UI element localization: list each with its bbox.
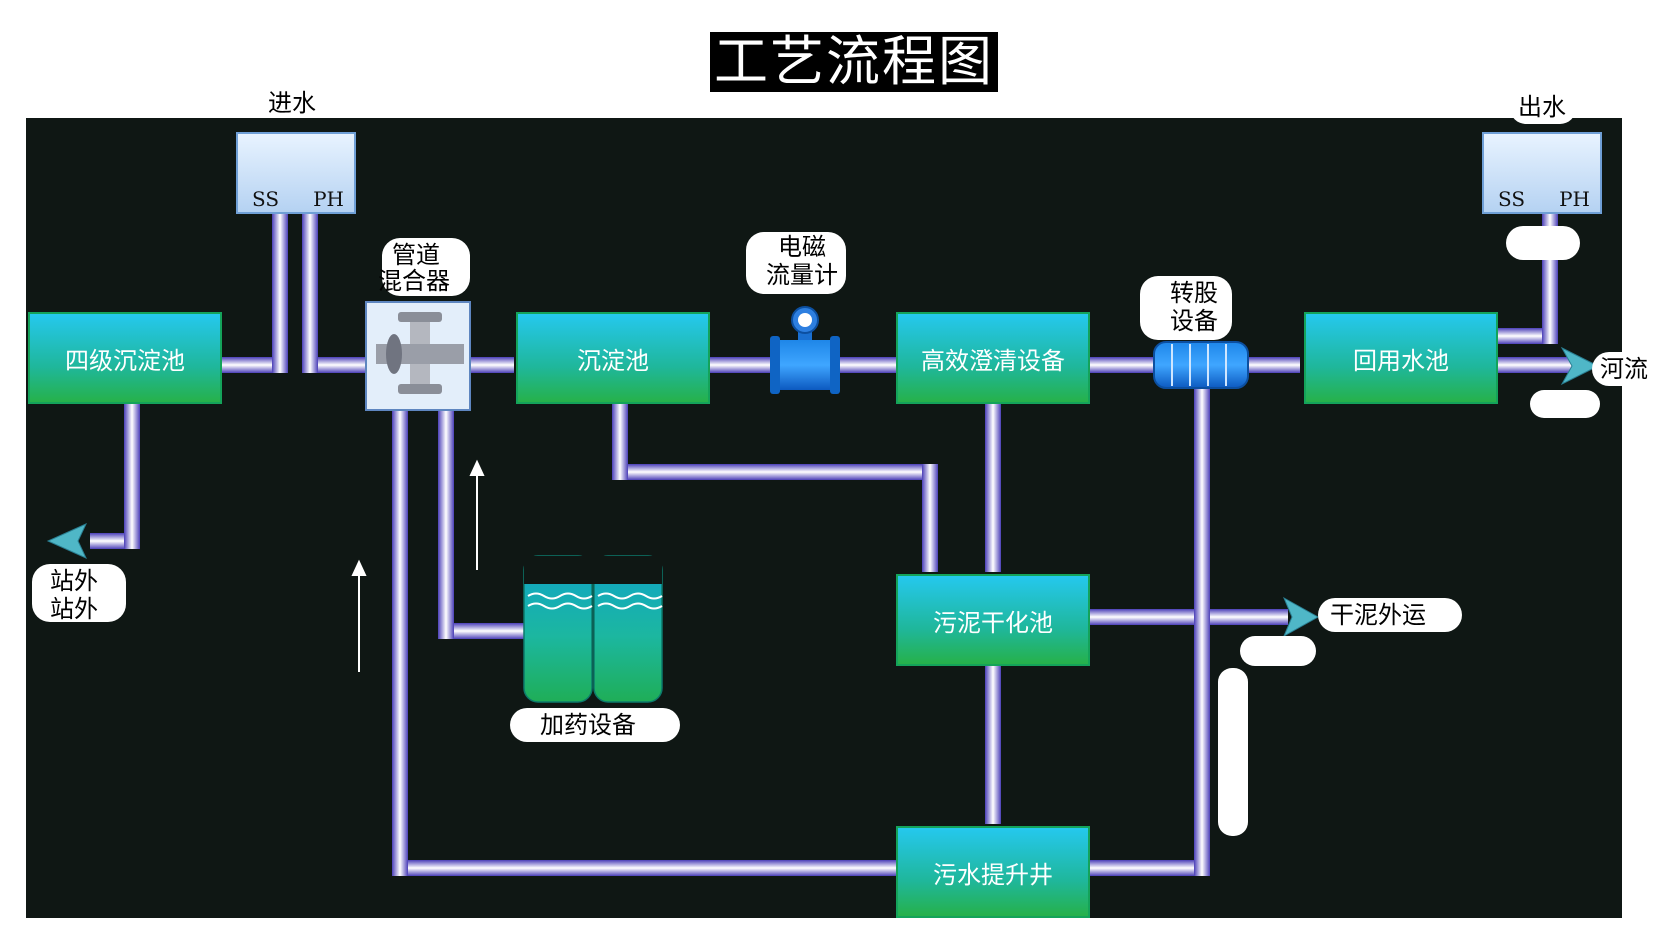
reuse-water-tank: 回用水池 (1304, 312, 1498, 404)
sludge-drying-tank: 污泥干化池 (896, 574, 1090, 666)
offsite-label: 站外 (50, 595, 98, 623)
rotary-equipment-icon (1153, 341, 1249, 389)
river-label: 河流 (1600, 355, 1648, 383)
outlet-sensor-panel: SS PH (1482, 132, 1602, 214)
flow-meter-label: 流量计 (766, 261, 838, 289)
page-title: 工艺流程图 (710, 32, 998, 92)
settling-tank: 沉淀池 (516, 312, 710, 404)
offsite-arrow-icon (46, 522, 88, 560)
rotary-equipment-label: 设备 (1170, 307, 1218, 335)
offsite-label: 站外 (50, 567, 98, 595)
river-arrow-icon (1560, 346, 1600, 386)
dry-sludge-label: 干泥外运 (1330, 601, 1426, 629)
vertical-pipes (124, 214, 1558, 876)
flow-meter-label: 电磁 (778, 233, 826, 261)
ss-sensor-label: SS (1498, 187, 1526, 211)
dosing-tanks-icon (523, 555, 663, 703)
dosing-equipment-label: 加药设备 (540, 711, 636, 739)
inlet-sensor-panel: SS PH (236, 132, 356, 214)
ss-sensor-label: SS (252, 187, 280, 211)
rotary-equipment-label: 转股 (1170, 279, 1218, 307)
ph-sensor-label: PH (1559, 187, 1590, 211)
sewage-lift-well: 污水提升井 (896, 826, 1090, 918)
pipe-mixer-icon (365, 301, 471, 411)
pipe-mixer-label: 管道 (392, 241, 440, 269)
flow-meter-icon (770, 306, 840, 394)
settling-tank-4-stage: 四级沉淀池 (28, 312, 222, 404)
outlet-label: 出水 (1518, 93, 1566, 121)
ph-sensor-label: PH (313, 187, 344, 211)
inlet-label: 进水 (268, 89, 316, 117)
dry-sludge-arrow-icon (1282, 596, 1320, 638)
high-efficiency-clarifier: 高效澄清设备 (896, 312, 1090, 404)
pipe-mixer-label: 混合器 (378, 267, 450, 295)
